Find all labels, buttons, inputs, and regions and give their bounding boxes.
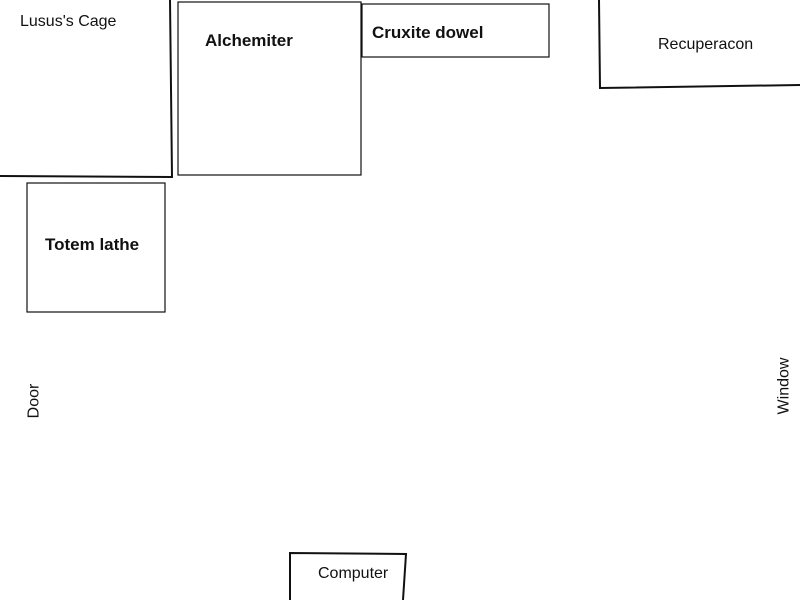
cruxite-dowel-box <box>361 3 550 58</box>
lusus-cage-label: Lusus's Cage <box>20 13 117 30</box>
totem-lathe-label: Totem lathe <box>45 235 140 254</box>
totem-lathe-box <box>26 182 166 313</box>
computer-outline <box>289 551 408 600</box>
recuperacon-label: Recuperacon <box>658 36 754 53</box>
alchemiter-box <box>177 1 362 176</box>
alchemiter-label: Alchemiter <box>205 31 293 50</box>
computer-label: Computer <box>318 565 389 582</box>
lusus-cage-outline <box>0 0 174 179</box>
window-label: Window <box>775 357 793 415</box>
recuperacon-outline <box>598 0 800 90</box>
door-label: Door <box>25 383 43 419</box>
cruxite-dowel-label: Cruxite dowel <box>372 23 484 42</box>
